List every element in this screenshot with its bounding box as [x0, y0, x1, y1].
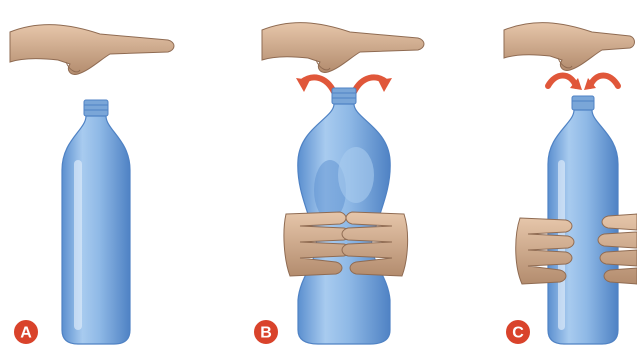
panel-c-label: C [512, 325, 524, 342]
panel-label-badge: A [13, 319, 39, 345]
panel-b: B [253, 23, 424, 345]
bottle-icon [62, 100, 130, 344]
hand-icon [10, 25, 174, 75]
panel-a: A [10, 25, 174, 345]
curved-arrow-icon [548, 76, 618, 91]
panel-label-badge: B [253, 319, 279, 345]
hand-icon [504, 23, 635, 71]
panel-a-label: A [20, 325, 32, 342]
hand-icon [262, 23, 424, 73]
panel-c: C [504, 23, 637, 345]
panel-b-label: B [260, 325, 272, 342]
panel-label-badge: C [505, 319, 531, 345]
